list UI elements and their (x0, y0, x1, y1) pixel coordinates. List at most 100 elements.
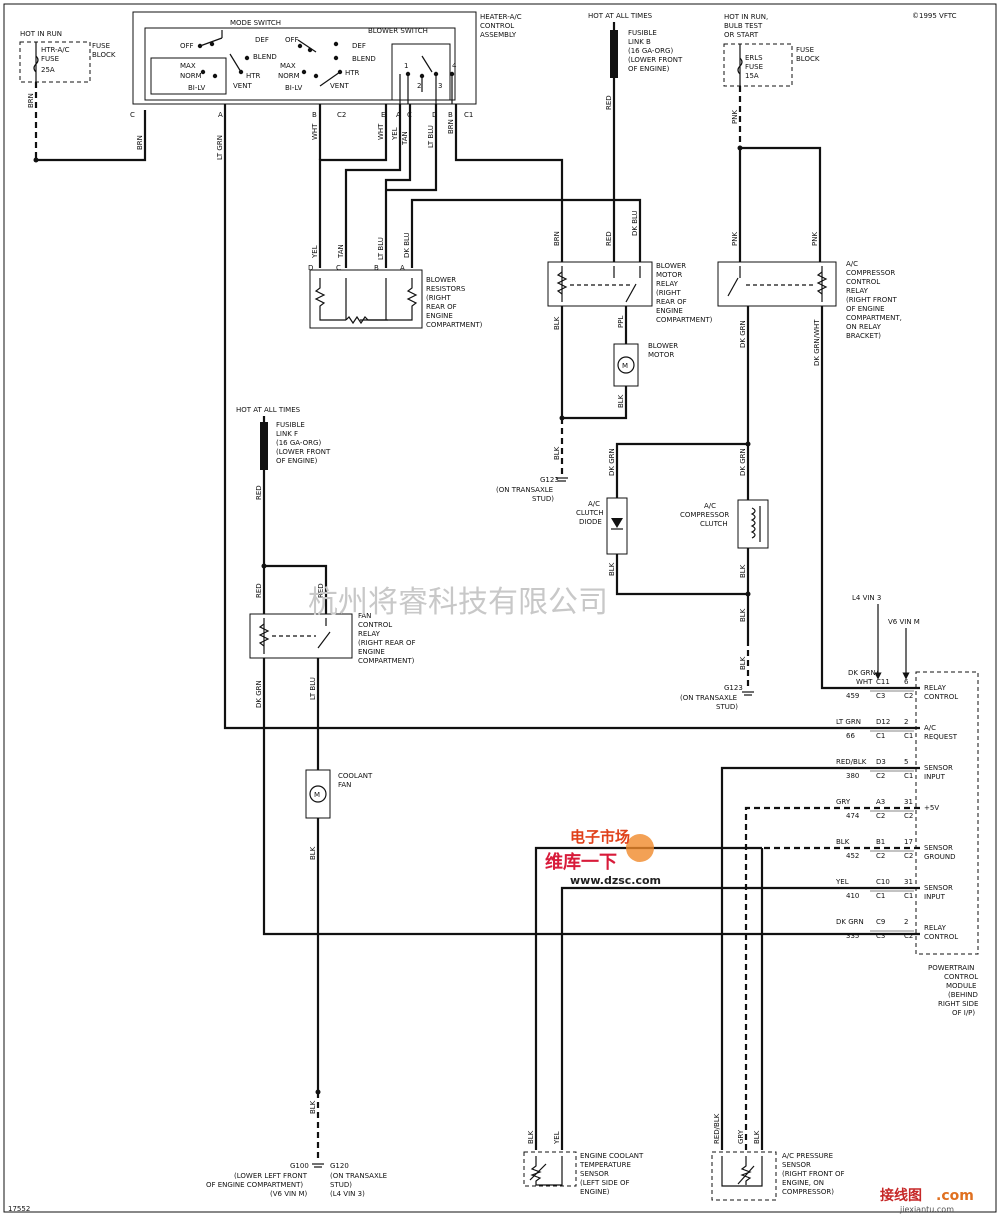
wire-label-brn-1: BRN (27, 93, 35, 108)
acp-l1: A/C PRESSURE (782, 1152, 833, 1160)
mode-switch-label: MODE SWITCH (230, 19, 281, 27)
coolant-fan-m: M (314, 791, 320, 799)
mode-blend-1: BLEND (253, 53, 277, 61)
blower-pos-1: 1 (404, 62, 408, 70)
res-pin-b: B (374, 264, 379, 272)
wire-label-blk-6: BLK (739, 608, 747, 622)
watermark-jxt-text: 接线图 (880, 1187, 922, 1204)
mode-def-1: DEF (255, 36, 269, 44)
acd-l1: A/C (588, 500, 600, 508)
pcm-row-wire: RED/BLK (836, 758, 867, 766)
res-l6: COMPARTMENT) (426, 321, 483, 329)
hvac-title3: ASSEMBLY (480, 31, 517, 39)
acr-l8: ON RELAY (846, 323, 882, 331)
mode-bilv-2: BI-LV (285, 84, 303, 92)
acc-l3: CLUTCH (700, 520, 728, 528)
fcr-l1: FAN (358, 612, 371, 620)
wire-label-wht-2: WHT (377, 123, 385, 140)
watermark-jiexiantu: 接线图 .com jiexiantu.com (880, 1187, 974, 1214)
bmr-l7: COMPARTMENT) (656, 316, 713, 324)
pcm-row-pin-l4: A3 (876, 798, 885, 806)
pcm-row-pin-v6: 31 (904, 878, 913, 886)
bmr-l2: MOTOR (656, 271, 682, 279)
erls-hot3: OR START (724, 31, 759, 39)
g120-l2: STUD) (330, 1181, 352, 1189)
pcm-row-conn-v6: C2 (904, 932, 913, 940)
pcm-row-conn-l4: C1 (876, 892, 885, 900)
flb-l4: (LOWER FRONT (628, 56, 683, 64)
watermark-jxt-suffix: .com (936, 1188, 974, 1204)
flb-l5: OF ENGINE) (628, 65, 670, 73)
g123a-l2: STUD) (532, 495, 554, 503)
pcm-row-conn-v6: C1 (904, 732, 913, 740)
wire-label-ltgrn-1: LT GRN (216, 135, 224, 160)
erls-block2: BLOCK (796, 55, 820, 63)
pcm-row-pin-v6: 2 (904, 918, 908, 926)
pcm-row-conn-l4: C3 (876, 692, 885, 700)
pcm-row-conn-l4: C1 (876, 732, 885, 740)
htr-fuse-amp: 25A (41, 66, 55, 74)
ac-compressor-clutch: A/C COMPRESSOR CLUTCH (680, 499, 769, 549)
vin-v6: V6 VIN M (888, 618, 920, 626)
res-l5: ENGINE (426, 312, 453, 320)
wire-label-dkgrnwht-1: DK GRN/WHT (813, 319, 821, 366)
coolant-fan: M COOLANT FAN (305, 769, 373, 819)
pcm-l2: CONTROL (944, 973, 978, 981)
acr-l4: RELAY (846, 287, 869, 295)
pin-c2: C2 (337, 111, 346, 119)
acp-l2: SENSOR (782, 1161, 811, 1169)
wire-label-wht-1: WHT (311, 123, 319, 140)
pin-d: D (432, 111, 437, 119)
pcm-row-conn-v6: C2 (904, 692, 913, 700)
pcm-row-func2: INPUT (924, 773, 946, 781)
mode-max-2: MAX (280, 62, 296, 70)
g120-l1: (ON TRANSAXLE (330, 1172, 387, 1180)
mode-off-2: OFF (285, 36, 299, 44)
erls-fuse: HOT IN RUN, BULB TEST OR START ERLS FUSE… (723, 13, 820, 87)
flf-l4: (LOWER FRONT (276, 448, 331, 456)
flf-l3: (16 GA-ORG) (276, 439, 321, 447)
bmr-l4: (RIGHT (656, 289, 681, 297)
flb-l3: (16 GA-ORG) (628, 47, 673, 55)
wire-label-blk-8: BLK (309, 846, 317, 860)
acp-l5: COMPRESSOR) (782, 1188, 834, 1196)
pcm-l6: OF I/P) (952, 1009, 975, 1017)
pcm-row-pin-l4: B1 (876, 838, 885, 846)
blower-motor: M BLOWER MOTOR (613, 342, 678, 387)
watermark-dzsc-url: www.dzsc.com (570, 874, 661, 887)
vin-l4: L4 VIN 3 (852, 594, 881, 602)
ac-pressure-sensor: A/C PRESSURE SENSOR (RIGHT FRONT OF ENGI… (711, 1151, 845, 1201)
wire-label-brn-2: BRN (136, 135, 144, 150)
pcm-row-conn-v6: C2 (904, 852, 913, 860)
pcm-l1: POWERTRAIN (928, 964, 974, 972)
ground-g123-b: G123 (ON TRANSAXLE STUD) (680, 684, 754, 711)
erls-type: FUSE (745, 63, 763, 71)
flb-l2: LINK B (628, 38, 651, 46)
wire-label-ppl: PPL (617, 316, 625, 328)
bm-l1: BLOWER (648, 342, 678, 350)
blower-pos-2: 2 (417, 82, 421, 90)
acr-l9: BRACKET) (846, 332, 881, 340)
htr-fuse-block2: BLOCK (92, 51, 116, 59)
wire-label-brn-3: BRN (447, 119, 455, 134)
pin-c: C (130, 111, 135, 119)
fuse-symbol (33, 55, 39, 73)
htr-fuse-block1: FUSE (92, 42, 110, 50)
mode-htr-2: HTR (345, 69, 360, 77)
acr-l5: (RIGHT FRONT (846, 296, 897, 304)
watermark-jxt-url: jiexiantu.com (899, 1205, 954, 1214)
pcm-row-wire: LT GRN (836, 718, 861, 726)
g100-l3: (V6 VIN M) (270, 1190, 308, 1198)
pcm-row-func1: RELAY (924, 924, 947, 932)
acr-l7: COMPARTMENT, (846, 314, 902, 322)
wire-label-dkgrn-3: DK GRN (739, 448, 747, 476)
res-l2: RESISTORS (426, 285, 466, 293)
pcm-row-func1: SENSOR (924, 764, 953, 772)
blower-pos-4: 4 (452, 62, 457, 70)
pcm-row-func1: +5V (924, 804, 939, 812)
flb-l1: FUSIBLE (628, 29, 657, 37)
acp-l3: (RIGHT FRONT OF (782, 1170, 845, 1178)
mode-htr-1: HTR (246, 72, 261, 80)
mode-blend-2: BLEND (352, 55, 376, 63)
